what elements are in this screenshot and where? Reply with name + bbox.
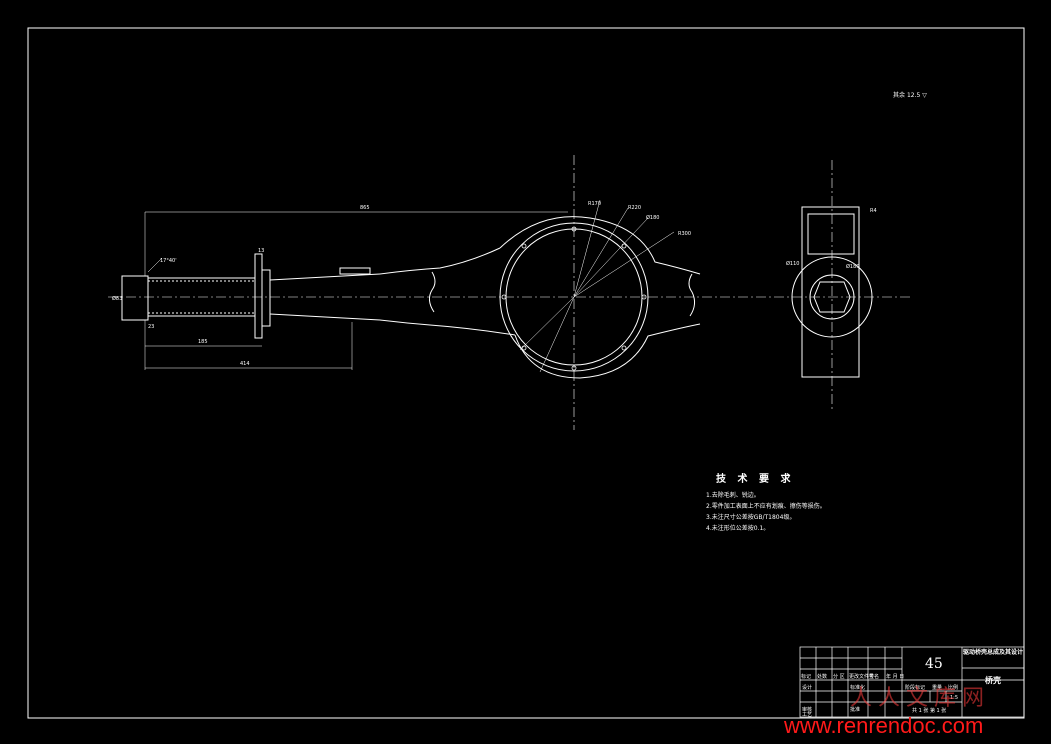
center-lines [108,155,910,430]
roughness-value: 12.5 [906,92,921,99]
tb-stage-2: 比例 [948,684,958,691]
tb-std: 标准化 [850,684,865,691]
tb-role-1: 审核 [802,706,812,713]
roughness-label: 其余 [893,92,906,99]
axle-tube [121,247,516,339]
tb-sheet: 共 1 张 第 1 张 [912,707,946,714]
dim-side-r: R4 [870,208,877,214]
tb-row-0: 标记 [801,673,811,680]
dim-side-d2: Ø180 [846,263,859,270]
tech-line: 3.未注尺寸公差按GB/T1804级。 [706,514,796,521]
tb-row-4: 签名 [869,673,879,680]
title-block-grid [799,646,1025,718]
tb-scale: 1:5 [950,695,958,701]
tech-line: 2.零件加工表面上不应有划痕、擦伤等损伤。 [706,503,826,510]
title-block-material: 45 [925,656,943,672]
axle-housing [499,216,701,379]
drawing-frame [27,27,1025,719]
dim-r2: R220 [628,205,641,211]
tb-stage-1: 重量 [932,684,942,691]
tb-approve: 批准 [850,706,860,713]
watermark-cn: 人人文库网 [850,686,991,711]
title-block-part-name: 驱动桥壳总成及其设计 [962,649,1023,656]
dim-pipe: Ø83 [112,295,122,302]
dim-angle: 17°40' [160,258,177,264]
tech-title: 技 术 要 求 [716,474,795,485]
tb-row-5: 年 月 日 [886,673,904,680]
tb-role-0: 设计 [802,684,812,691]
tb-role-2: 工艺 [802,712,812,718]
dim-side-d1: Ø110 [786,260,799,267]
technical-requirements: 技 术 要 求 1.去除毛刺、锐边。 2.零件加工表面上不应有划痕、擦伤等损伤。… [706,470,926,534]
dim-r1: R170 [588,201,601,207]
tb-row-3: 更改文件号 [849,673,874,680]
tech-line: 4.未注形位公差按0.1。 [706,525,770,532]
dim-r3: Ø180 [646,214,659,221]
roughness-note: 其余 12.5 ▽ [893,90,927,99]
tb-row-1: 处数 [817,673,827,680]
roughness-icon: ▽ [922,92,927,99]
watermark-url[interactable]: www.renrendoc.com [784,713,984,738]
dim-small: 23 [148,324,154,330]
title-block-dept: 桥壳 [985,676,1001,685]
tb-row-2: 分 区 [833,673,845,680]
tech-line: 1.去除毛刺、锐边。 [706,492,760,499]
side-view [791,206,873,378]
tb-stage-0: 阶段标记 [905,684,925,691]
dimension-lines [144,211,568,370]
radius-leaders [519,199,675,373]
dim-overall: 865 [360,205,370,211]
dim-flange-thk: 13 [258,248,264,254]
dim-r4: R300 [678,231,691,237]
dim-flange: 414 [240,361,250,367]
dim-tube: 185 [198,339,208,345]
